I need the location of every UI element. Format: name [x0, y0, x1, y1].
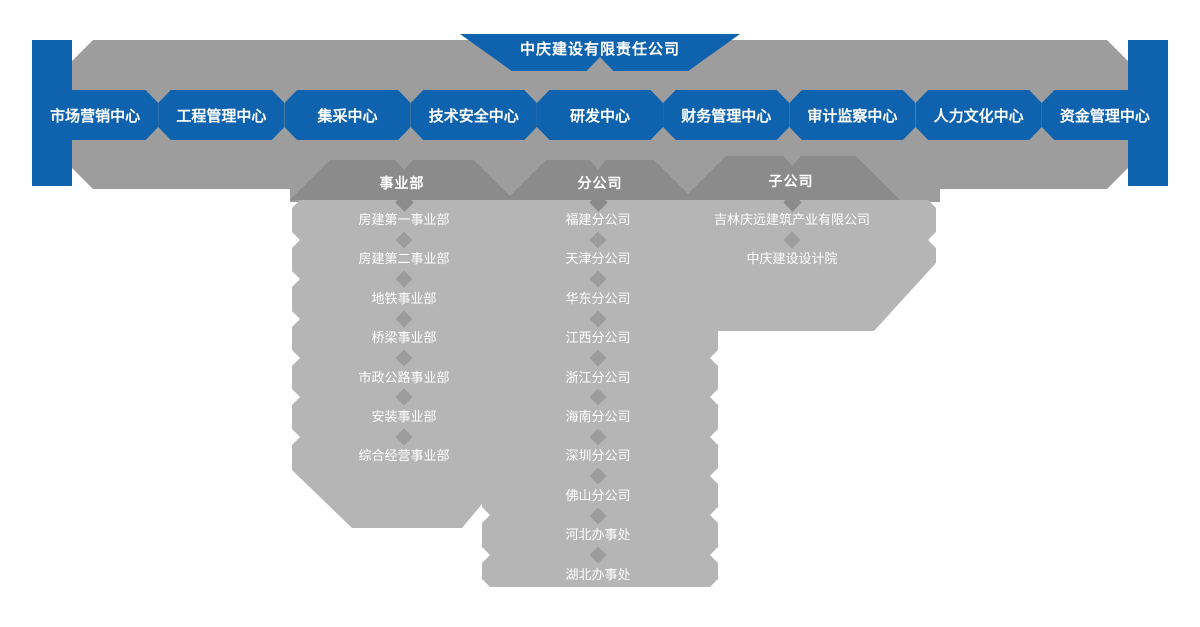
org-node: 河北办事处 — [565, 527, 631, 543]
org-node: 福建分公司 — [565, 212, 631, 227]
org-node: 安装事业部 — [371, 409, 437, 424]
department-label: 市场营销中心 — [50, 107, 141, 125]
department-label: 技术安全中心 — [428, 107, 519, 125]
department-label: 审计监察中心 — [807, 107, 898, 125]
org-node: 吉林庆远建筑产业有限公司 — [713, 212, 870, 227]
department-label: 人力文化中心 — [933, 107, 1024, 125]
department-segment: 人力文化中心 — [915, 90, 1042, 140]
department-segment: 审计监察中心 — [789, 90, 916, 140]
department-label: 财务管理中心 — [681, 107, 772, 125]
department-segment: 集采中心 — [284, 90, 411, 140]
org-node: 江西分公司 — [565, 330, 631, 346]
org-node: 市政公路事业部 — [358, 369, 450, 385]
department-label: 研发中心 — [569, 107, 630, 125]
department-segment: 资金管理中心 — [1041, 90, 1168, 140]
department-label: 资金管理中心 — [1059, 107, 1150, 125]
department-label: 工程管理中心 — [176, 107, 267, 125]
org-node: 湖北办事处 — [565, 566, 631, 582]
org-node: 天津分公司 — [565, 251, 631, 267]
org-node: 华东分公司 — [565, 290, 631, 306]
department-segment: 工程管理中心 — [158, 90, 285, 140]
org-node: 浙江分公司 — [565, 369, 631, 385]
department-segment: 市场营销中心 — [32, 90, 159, 140]
org-node: 中庆建设设计院 — [746, 251, 838, 267]
column-header-label: 子公司 — [768, 173, 814, 189]
org-node: 桥梁事业部 — [371, 330, 437, 346]
org-node: 地铁事业部 — [371, 290, 437, 306]
org-node: 海南分公司 — [565, 409, 631, 424]
company-title: 中庆建设有限责任公司 — [519, 41, 680, 58]
department-band: 市场营销中心 工程管理中心 集采中心 技术安全中心 研发中心 财务管理中心 审计监察中心 人力… — [32, 90, 1168, 140]
column-header-label: 事业部 — [379, 175, 425, 191]
department-segment: 研发中心 — [536, 90, 664, 140]
org-node: 佛山分公司 — [565, 487, 631, 503]
org-node: 房建第二事业部 — [358, 251, 450, 267]
org-node: 房建第一事业部 — [358, 212, 450, 227]
org-node: 综合经营事业部 — [358, 448, 450, 464]
org-node: 深圳分公司 — [565, 448, 631, 464]
department-label: 集采中心 — [317, 107, 378, 125]
department-segment: 技术安全中心 — [410, 90, 537, 140]
department-segment: 财务管理中心 — [663, 90, 790, 140]
column-header-label: 分公司 — [577, 175, 623, 191]
